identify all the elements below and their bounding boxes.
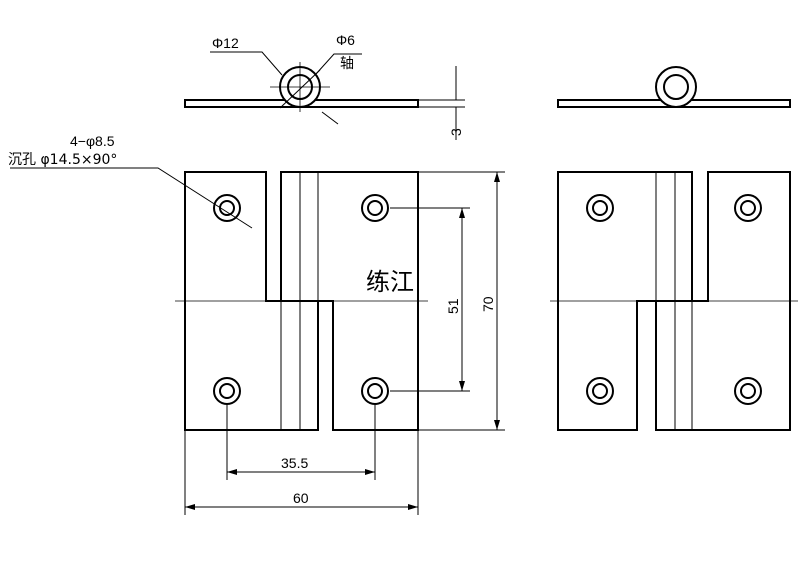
- label-height: 70: [480, 296, 496, 312]
- front-view-left: 4−φ8.5 沉孔 φ14.5×90° 51 70 35.5 60: [8, 133, 505, 515]
- label-width: 60: [293, 490, 309, 506]
- label-holes-line1: 4−φ8.5: [70, 133, 115, 149]
- top-view-left: Φ12 Φ6 轴 3: [184, 32, 465, 140]
- label-hole-pitch-v: 51: [445, 298, 461, 314]
- label-shaft: 轴: [340, 56, 354, 72]
- hole-bl: [213, 377, 241, 405]
- front-view-right: [550, 171, 798, 431]
- watermark: 练江: [366, 268, 414, 296]
- top-view-right: [557, 66, 791, 108]
- label-thickness: 3: [448, 128, 464, 136]
- label-dia-outer: Φ12: [212, 35, 239, 51]
- label-dia-shaft: Φ6: [336, 32, 355, 48]
- label-holes-line2: 沉孔 φ14.5×90°: [8, 152, 117, 168]
- hole-tr: [361, 194, 389, 222]
- hole-br: [361, 377, 389, 405]
- label-hole-pitch-h: 35.5: [281, 455, 308, 471]
- hole-tl: [213, 194, 241, 222]
